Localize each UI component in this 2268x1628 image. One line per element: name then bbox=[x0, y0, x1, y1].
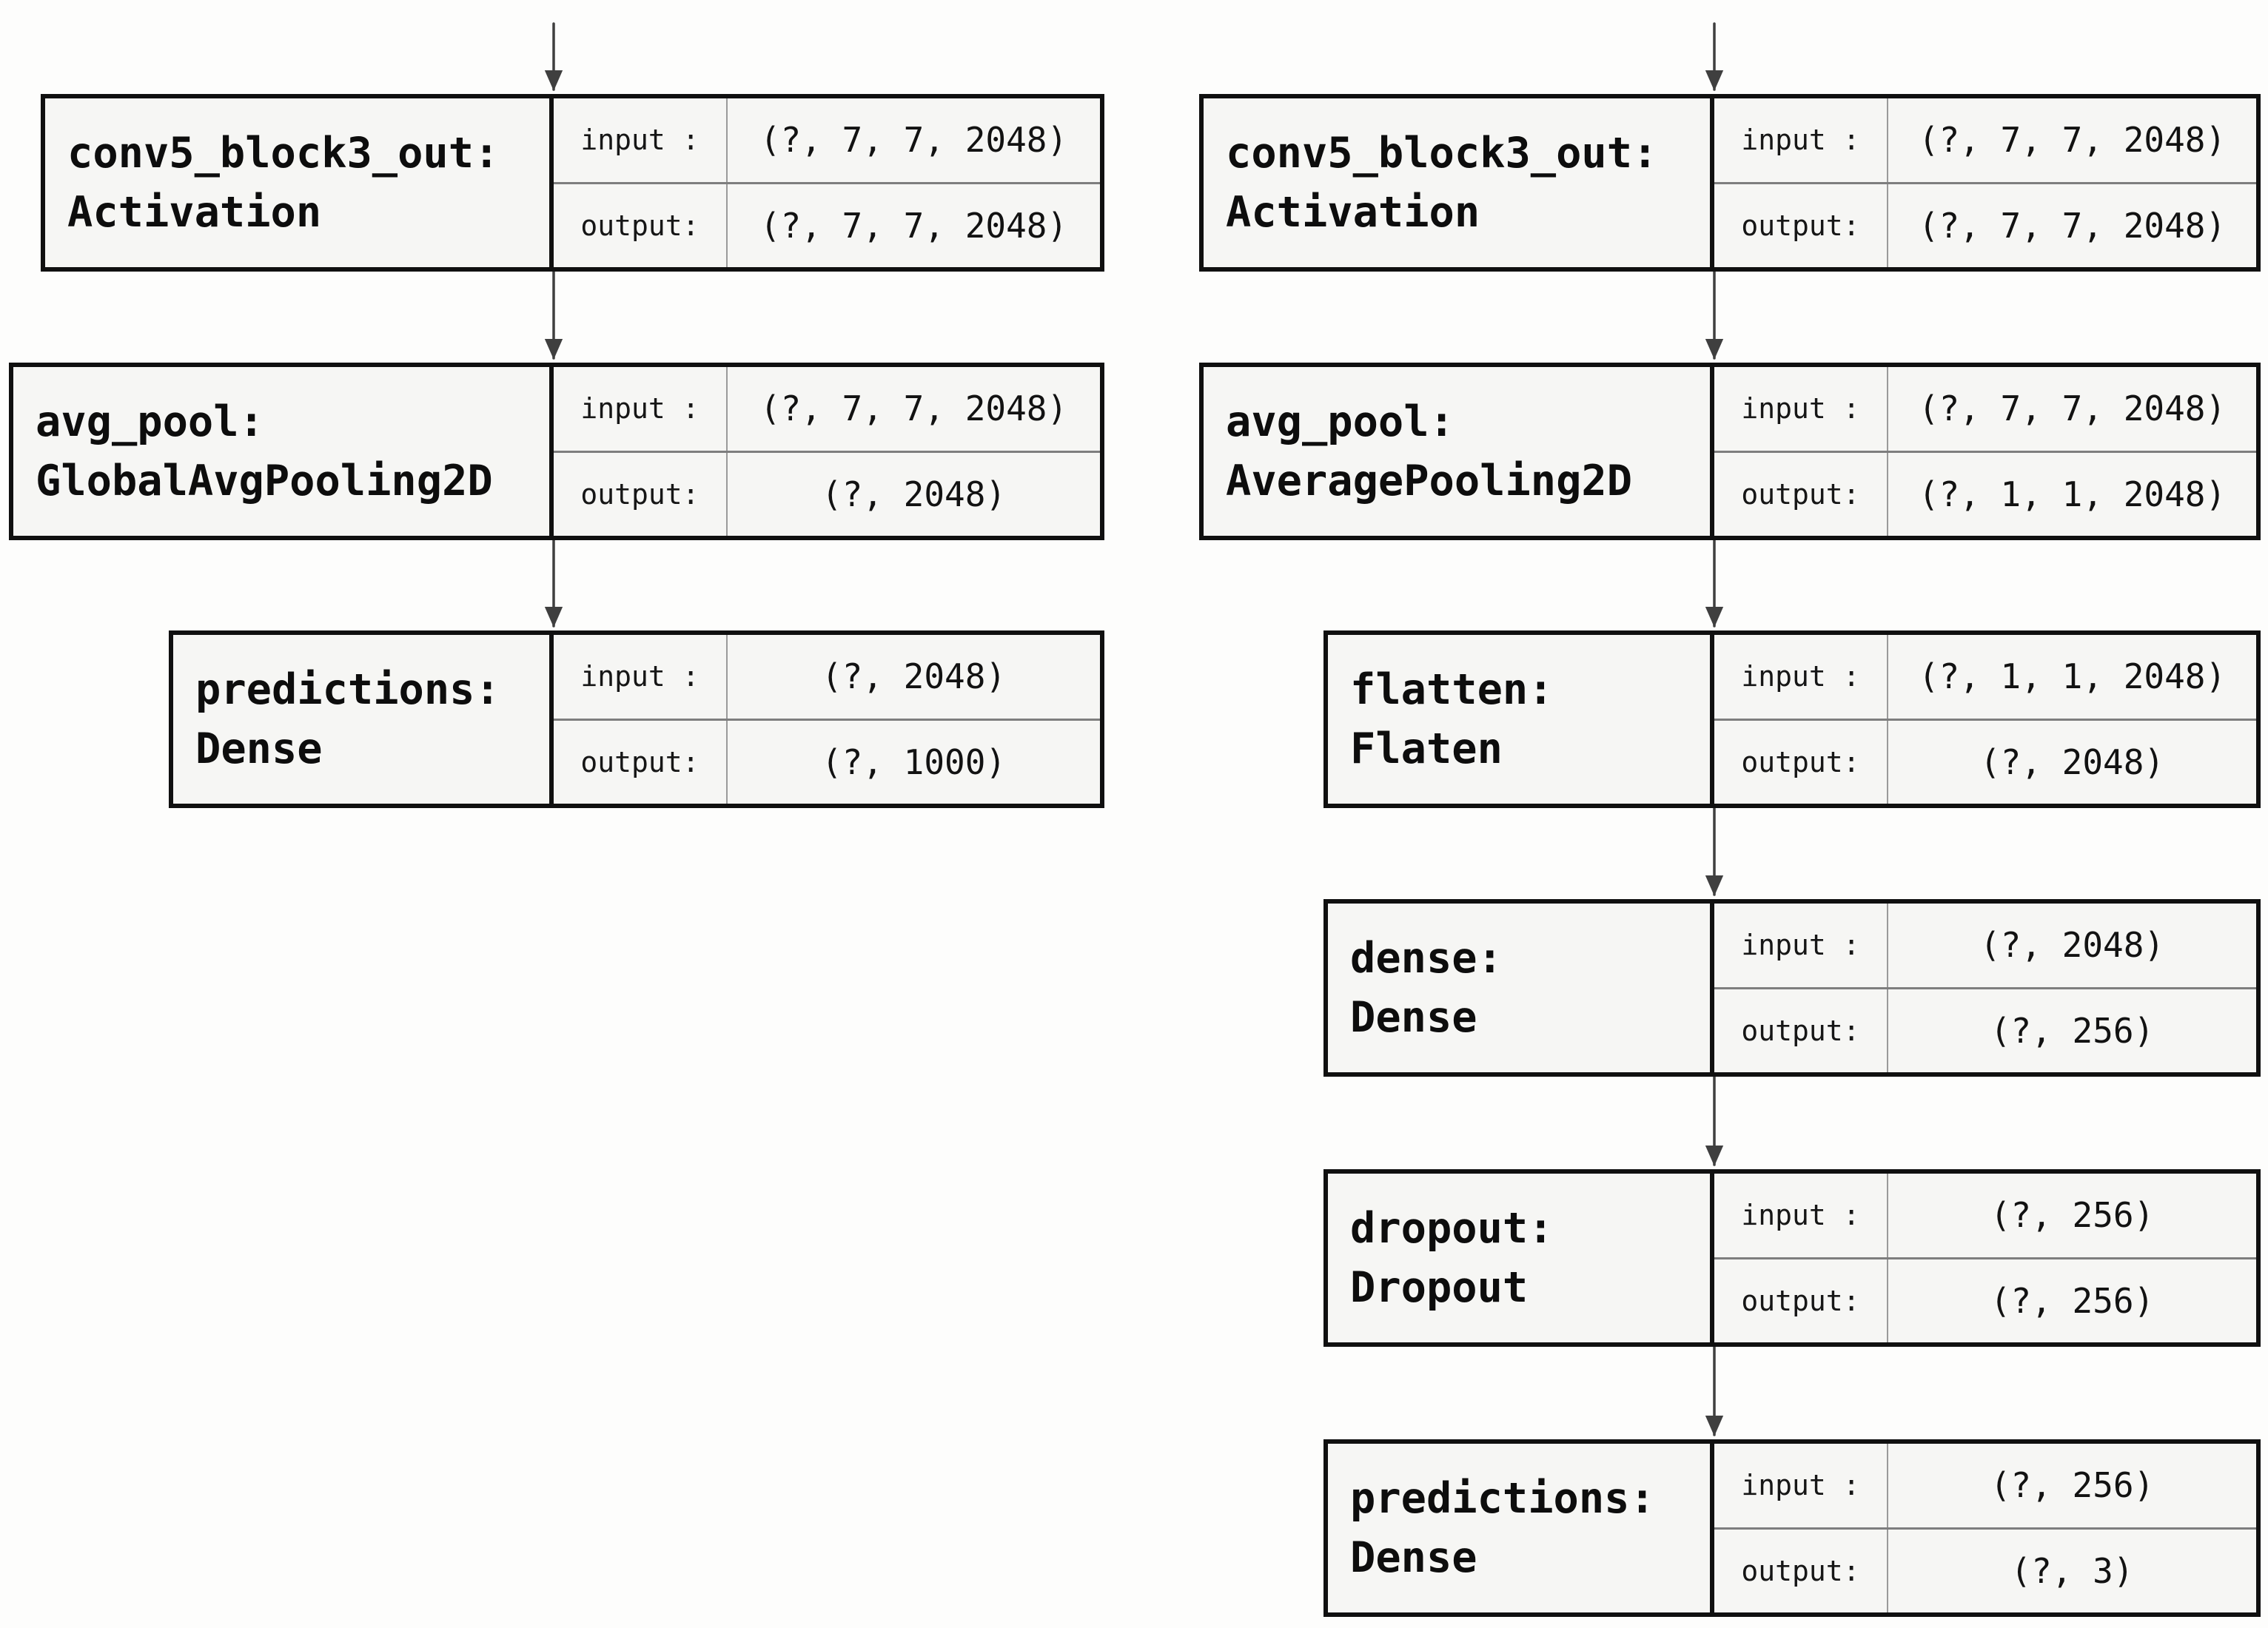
layer-name-cell: dropout: Dropout bbox=[1328, 1174, 1714, 1342]
input-row: input : (?, 7, 7, 2048) bbox=[1714, 367, 2256, 451]
layer-node-right-conv5-block3-out: conv5_block3_out: Activation input : (?,… bbox=[1199, 94, 2261, 272]
output-row: output: (?, 7, 7, 2048) bbox=[554, 181, 1100, 267]
input-shape: (?, 256) bbox=[1990, 1465, 2155, 1506]
output-row: output: (?, 256) bbox=[1714, 986, 2256, 1072]
layer-name: predictions: bbox=[195, 665, 500, 714]
layer-name-cell: conv5_block3_out: Activation bbox=[45, 98, 554, 267]
layer-node-right-avg-pool: avg_pool: AveragePooling2D input : (?, 7… bbox=[1199, 363, 2261, 540]
layer-type: Dense bbox=[1350, 1533, 1477, 1582]
input-row: input : (?, 2048) bbox=[1714, 904, 2256, 987]
input-label: input : bbox=[1714, 98, 1888, 182]
layer-name-cell: dense: Dense bbox=[1328, 904, 1714, 1072]
layer-node-left-conv5-block3-out: conv5_block3_out: Activation input : (?,… bbox=[41, 94, 1104, 272]
layer-name: predictions: bbox=[1350, 1474, 1655, 1523]
layer-name: dense: bbox=[1350, 934, 1503, 983]
output-row: output: (?, 1000) bbox=[554, 718, 1100, 804]
layer-type: Activation bbox=[67, 188, 322, 237]
output-label: output: bbox=[1714, 452, 1888, 536]
input-row: input : (?, 256) bbox=[1714, 1174, 2256, 1257]
io-table: input : (?, 7, 7, 2048) output: (?, 1, 1… bbox=[1714, 367, 2256, 536]
output-row: output: (?, 3) bbox=[1714, 1527, 2256, 1612]
output-shape: (?, 2048) bbox=[821, 474, 1007, 514]
output-shape: (?, 256) bbox=[1990, 1280, 2155, 1321]
layer-node-right-dense: dense: Dense input : (?, 2048) output: (… bbox=[1323, 899, 2261, 1077]
layer-type: Dense bbox=[195, 724, 323, 773]
layer-name: conv5_block3_out: bbox=[1226, 129, 1658, 178]
io-table: input : (?, 7, 7, 2048) output: (?, 2048… bbox=[554, 367, 1100, 536]
output-label: output: bbox=[1714, 989, 1888, 1072]
layer-name: conv5_block3_out: bbox=[67, 129, 500, 178]
io-table: input : (?, 7, 7, 2048) output: (?, 7, 7… bbox=[1714, 98, 2256, 267]
input-label: input : bbox=[554, 635, 728, 719]
output-label: output: bbox=[554, 452, 728, 536]
input-shape: (?, 2048) bbox=[1979, 925, 2165, 966]
layer-name: avg_pool: bbox=[36, 397, 264, 446]
input-row: input : (?, 7, 7, 2048) bbox=[554, 98, 1100, 182]
output-row: output: (?, 7, 7, 2048) bbox=[1714, 181, 2256, 267]
output-label: output: bbox=[554, 184, 728, 267]
input-shape: (?, 7, 7, 2048) bbox=[1918, 388, 2227, 429]
io-table: input : (?, 1, 1, 2048) output: (?, 2048… bbox=[1714, 635, 2256, 804]
input-shape: (?, 1, 1, 2048) bbox=[1918, 656, 2227, 697]
output-row: output: (?, 1, 1, 2048) bbox=[1714, 450, 2256, 536]
input-label: input : bbox=[554, 98, 728, 182]
output-shape: (?, 7, 7, 2048) bbox=[759, 205, 1068, 246]
layer-node-left-avg-pool: avg_pool: GlobalAvgPooling2D input : (?,… bbox=[9, 363, 1104, 540]
layer-name-cell: predictions: Dense bbox=[173, 635, 554, 804]
input-shape: (?, 256) bbox=[1990, 1195, 2155, 1236]
output-shape: (?, 2048) bbox=[1979, 741, 2165, 782]
layer-name-cell: flatten: Flaten bbox=[1328, 635, 1714, 804]
output-label: output: bbox=[1714, 1529, 1888, 1612]
layer-type: GlobalAvgPooling2D bbox=[36, 457, 493, 505]
layer-name-cell: avg_pool: GlobalAvgPooling2D bbox=[13, 367, 554, 536]
input-shape: (?, 7, 7, 2048) bbox=[759, 388, 1068, 429]
output-shape: (?, 1000) bbox=[821, 741, 1007, 782]
output-shape: (?, 7, 7, 2048) bbox=[1918, 205, 2227, 246]
layer-node-left-predictions: predictions: Dense input : (?, 2048) out… bbox=[169, 630, 1104, 808]
layer-name-cell: avg_pool: AveragePooling2D bbox=[1204, 367, 1714, 536]
io-table: input : (?, 256) output: (?, 256) bbox=[1714, 1174, 2256, 1342]
input-shape: (?, 7, 7, 2048) bbox=[759, 120, 1068, 161]
input-row: input : (?, 2048) bbox=[554, 635, 1100, 719]
output-shape: (?, 3) bbox=[2010, 1550, 2134, 1591]
layer-type: AveragePooling2D bbox=[1226, 457, 1633, 505]
input-label: input : bbox=[554, 367, 728, 451]
input-row: input : (?, 256) bbox=[1714, 1444, 2256, 1527]
input-row: input : (?, 7, 7, 2048) bbox=[554, 367, 1100, 451]
output-shape: (?, 256) bbox=[1990, 1010, 2155, 1051]
layer-type: Dropout bbox=[1350, 1263, 1529, 1312]
input-label: input : bbox=[1714, 1444, 1888, 1527]
layer-name: dropout: bbox=[1350, 1204, 1554, 1253]
input-row: input : (?, 1, 1, 2048) bbox=[1714, 635, 2256, 719]
output-row: output: (?, 2048) bbox=[554, 450, 1100, 536]
layer-type: Activation bbox=[1226, 188, 1480, 237]
io-table: input : (?, 2048) output: (?, 1000) bbox=[554, 635, 1100, 804]
layer-name: avg_pool: bbox=[1226, 397, 1455, 446]
input-shape: (?, 2048) bbox=[821, 656, 1007, 697]
layer-name: flatten: bbox=[1350, 665, 1554, 714]
layer-node-right-predictions: predictions: Dense input : (?, 256) outp… bbox=[1323, 1439, 2261, 1617]
output-row: output: (?, 2048) bbox=[1714, 718, 2256, 804]
output-shape: (?, 1, 1, 2048) bbox=[1918, 474, 2227, 514]
output-label: output: bbox=[1714, 1259, 1888, 1342]
io-table: input : (?, 256) output: (?, 3) bbox=[1714, 1444, 2256, 1612]
output-label: output: bbox=[1714, 184, 1888, 267]
input-label: input : bbox=[1714, 1174, 1888, 1257]
output-label: output: bbox=[554, 720, 728, 804]
layer-node-right-dropout: dropout: Dropout input : (?, 256) output… bbox=[1323, 1169, 2261, 1347]
layer-type: Dense bbox=[1350, 993, 1477, 1042]
output-label: output: bbox=[1714, 720, 1888, 804]
output-row: output: (?, 256) bbox=[1714, 1257, 2256, 1342]
layer-name-cell: conv5_block3_out: Activation bbox=[1204, 98, 1714, 267]
layer-node-right-flatten: flatten: Flaten input : (?, 1, 1, 2048) … bbox=[1323, 630, 2261, 808]
input-row: input : (?, 7, 7, 2048) bbox=[1714, 98, 2256, 182]
input-shape: (?, 7, 7, 2048) bbox=[1918, 120, 2227, 161]
input-label: input : bbox=[1714, 367, 1888, 451]
input-label: input : bbox=[1714, 904, 1888, 987]
layer-name-cell: predictions: Dense bbox=[1328, 1444, 1714, 1612]
io-table: input : (?, 2048) output: (?, 256) bbox=[1714, 904, 2256, 1072]
io-table: input : (?, 7, 7, 2048) output: (?, 7, 7… bbox=[554, 98, 1100, 267]
input-label: input : bbox=[1714, 635, 1888, 719]
layer-type: Flaten bbox=[1350, 724, 1503, 773]
